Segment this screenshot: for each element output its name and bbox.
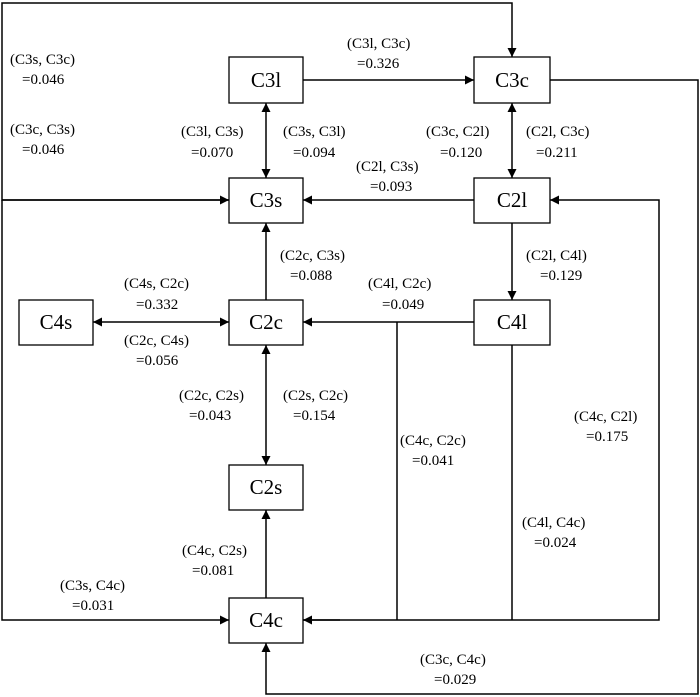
label-c4l-c4c-pair: (C4l, C4c) [522, 515, 585, 531]
label-c4s-c2c: (C4s, C2c) =0.332 [124, 276, 193, 313]
label-c4c-c2s-pair: (C4c, C2s) [182, 543, 247, 559]
label-c2l-c3c-pair: (C2l, C3c) [526, 124, 589, 140]
label-c4s-c2c-value: =0.332 [136, 297, 178, 313]
label-c3c-c2l: (C3c, C2l) =0.120 [426, 124, 493, 161]
node-c3c-label: C3c [495, 68, 529, 92]
label-c3c-c4c: (C3c, C4c) =0.029 [420, 652, 490, 688]
label-c3s-c3l: (C3s, C3l) =0.094 [283, 124, 349, 161]
label-c3l-c3c: (C3l, C3c) =0.326 [347, 36, 414, 72]
label-c2s-c2c: (C2s, C2c) =0.154 [283, 388, 352, 424]
label-c2c-c3s-value: =0.088 [290, 268, 332, 284]
label-c2l-c4l-value: =0.129 [540, 268, 582, 284]
node-c2c-label: C2c [249, 310, 283, 334]
label-c2c-c2s-pair: (C2c, C2s) [179, 388, 244, 404]
label-c4c-c2s-value: =0.081 [192, 563, 234, 579]
label-c4c-c2l: (C4c, C2l) =0.175 [574, 409, 641, 445]
nodes: C3l C3c C3s C2l C4s C2c C4l C2s [18, 56, 551, 644]
label-c2s-c2c-pair: (C2s, C2c) [283, 388, 348, 404]
label-c3l-c3c-value: =0.326 [357, 56, 400, 72]
label-c2l-c3s-pair: (C2l, C3s) [356, 159, 419, 175]
node-c2c: C2c [228, 299, 304, 346]
label-c4s-c2c-pair: (C4s, C2c) [124, 276, 189, 292]
label-c3c-c2l-value: =0.120 [440, 145, 482, 161]
label-c3s-c3c-value: =0.046 [22, 72, 65, 88]
label-c2c-c3s-pair: (C2c, C3s) [280, 248, 345, 264]
label-c2l-c4l-pair: (C2l, C4l) [526, 248, 587, 264]
label-c2c-c4s-pair: (C2c, C4s) [124, 333, 189, 349]
label-c4l-c2c: (C4l, C2c) =0.049 [368, 276, 435, 313]
edge-labels: (C3s, C3c) =0.046 (C3c, C3s) =0.046 (C3l… [10, 36, 641, 688]
label-c3s-c4c-pair: (C3s, C4c) [60, 578, 125, 594]
label-c3c-c4c-pair: (C3c, C4c) [420, 652, 486, 668]
label-c4c-c2c-value: =0.041 [412, 453, 454, 469]
label-c2l-c3c: (C2l, C3c) =0.211 [526, 124, 593, 161]
node-c3s-label: C3s [250, 188, 283, 212]
label-c3s-c3l-value: =0.094 [293, 145, 336, 161]
label-c2l-c4l: (C2l, C4l) =0.129 [526, 248, 591, 284]
label-c4c-c2l-value: =0.175 [586, 429, 628, 445]
label-c2l-c3s: (C2l, C3s) =0.093 [356, 159, 422, 195]
edge-c4c-c2l [303, 195, 660, 621]
label-c3l-c3s-value: =0.070 [191, 145, 233, 161]
node-c4c: C4c [228, 597, 304, 644]
label-c4l-c2c-pair: (C4l, C2c) [368, 276, 431, 292]
label-c3c-c2l-pair: (C3c, C2l) [426, 124, 489, 140]
label-c3c-c3s-pair: (C3c, C3s) [10, 122, 75, 138]
label-c2l-c3c-value: =0.211 [536, 145, 578, 161]
label-c3s-c3l-pair: (C3s, C3l) [283, 124, 346, 140]
node-c3s: C3s [228, 177, 304, 224]
label-c3l-c3s-pair: (C3l, C3s) [181, 124, 244, 140]
label-c3s-c4c: (C3s, C4c) =0.031 [60, 578, 129, 614]
label-c3s-c3c: (C3s, C3c) =0.046 [10, 52, 79, 88]
label-c4c-c2l-pair: (C4c, C2l) [574, 409, 637, 425]
label-c4l-c4c: (C4l, C4c) =0.024 [522, 515, 589, 551]
node-c4s-label: C4s [40, 310, 73, 334]
edge-c3s-c4c [1, 200, 229, 625]
node-c3l: C3l [228, 56, 304, 104]
label-c3c-c3s-value: =0.046 [22, 142, 65, 158]
node-c2l: C2l [473, 177, 551, 224]
node-c3c: C3c [473, 56, 551, 104]
label-c3c-c3s: (C3c, C3s) =0.046 [10, 122, 79, 158]
node-c2s-label: C2s [250, 475, 283, 499]
label-c3c-c4c-value: =0.029 [434, 672, 476, 688]
label-c2l-c3s-value: =0.093 [370, 179, 412, 195]
label-c4c-c2c: (C4c, C2c) =0.041 [400, 433, 470, 469]
label-c2c-c2s-value: =0.043 [189, 408, 231, 424]
label-c4l-c2c-value: =0.049 [382, 297, 424, 313]
label-c2s-c2c-value: =0.154 [293, 408, 336, 424]
label-c2c-c4s: (C2c, C4s) =0.056 [124, 333, 193, 369]
label-c4l-c4c-value: =0.024 [534, 535, 577, 551]
node-c4l: C4l [473, 299, 551, 346]
node-c4c-label: C4c [249, 608, 283, 632]
label-c4c-c2c-pair: (C4c, C2c) [400, 433, 466, 449]
node-c4l-label: C4l [497, 310, 528, 334]
label-c3l-c3c-pair: (C3l, C3c) [347, 36, 410, 52]
label-c3s-c3c-pair: (C3s, C3c) [10, 52, 75, 68]
label-c2c-c4s-value: =0.056 [136, 353, 179, 369]
edge-c3c-c4c [261, 79, 699, 695]
label-c3s-c4c-value: =0.031 [72, 598, 114, 614]
node-c3l-label: C3l [251, 68, 282, 92]
label-c4c-c2s: (C4c, C2s) =0.081 [182, 543, 251, 579]
label-c2c-c2s: (C2c, C2s) =0.043 [179, 388, 248, 424]
node-c2s: C2s [228, 464, 304, 511]
node-c4s: C4s [18, 299, 94, 346]
label-c2c-c3s: (C2c, C3s) =0.088 [280, 248, 349, 284]
label-c3l-c3s: (C3l, C3s) =0.070 [181, 124, 247, 161]
node-c2l-label: C2l [497, 188, 528, 212]
